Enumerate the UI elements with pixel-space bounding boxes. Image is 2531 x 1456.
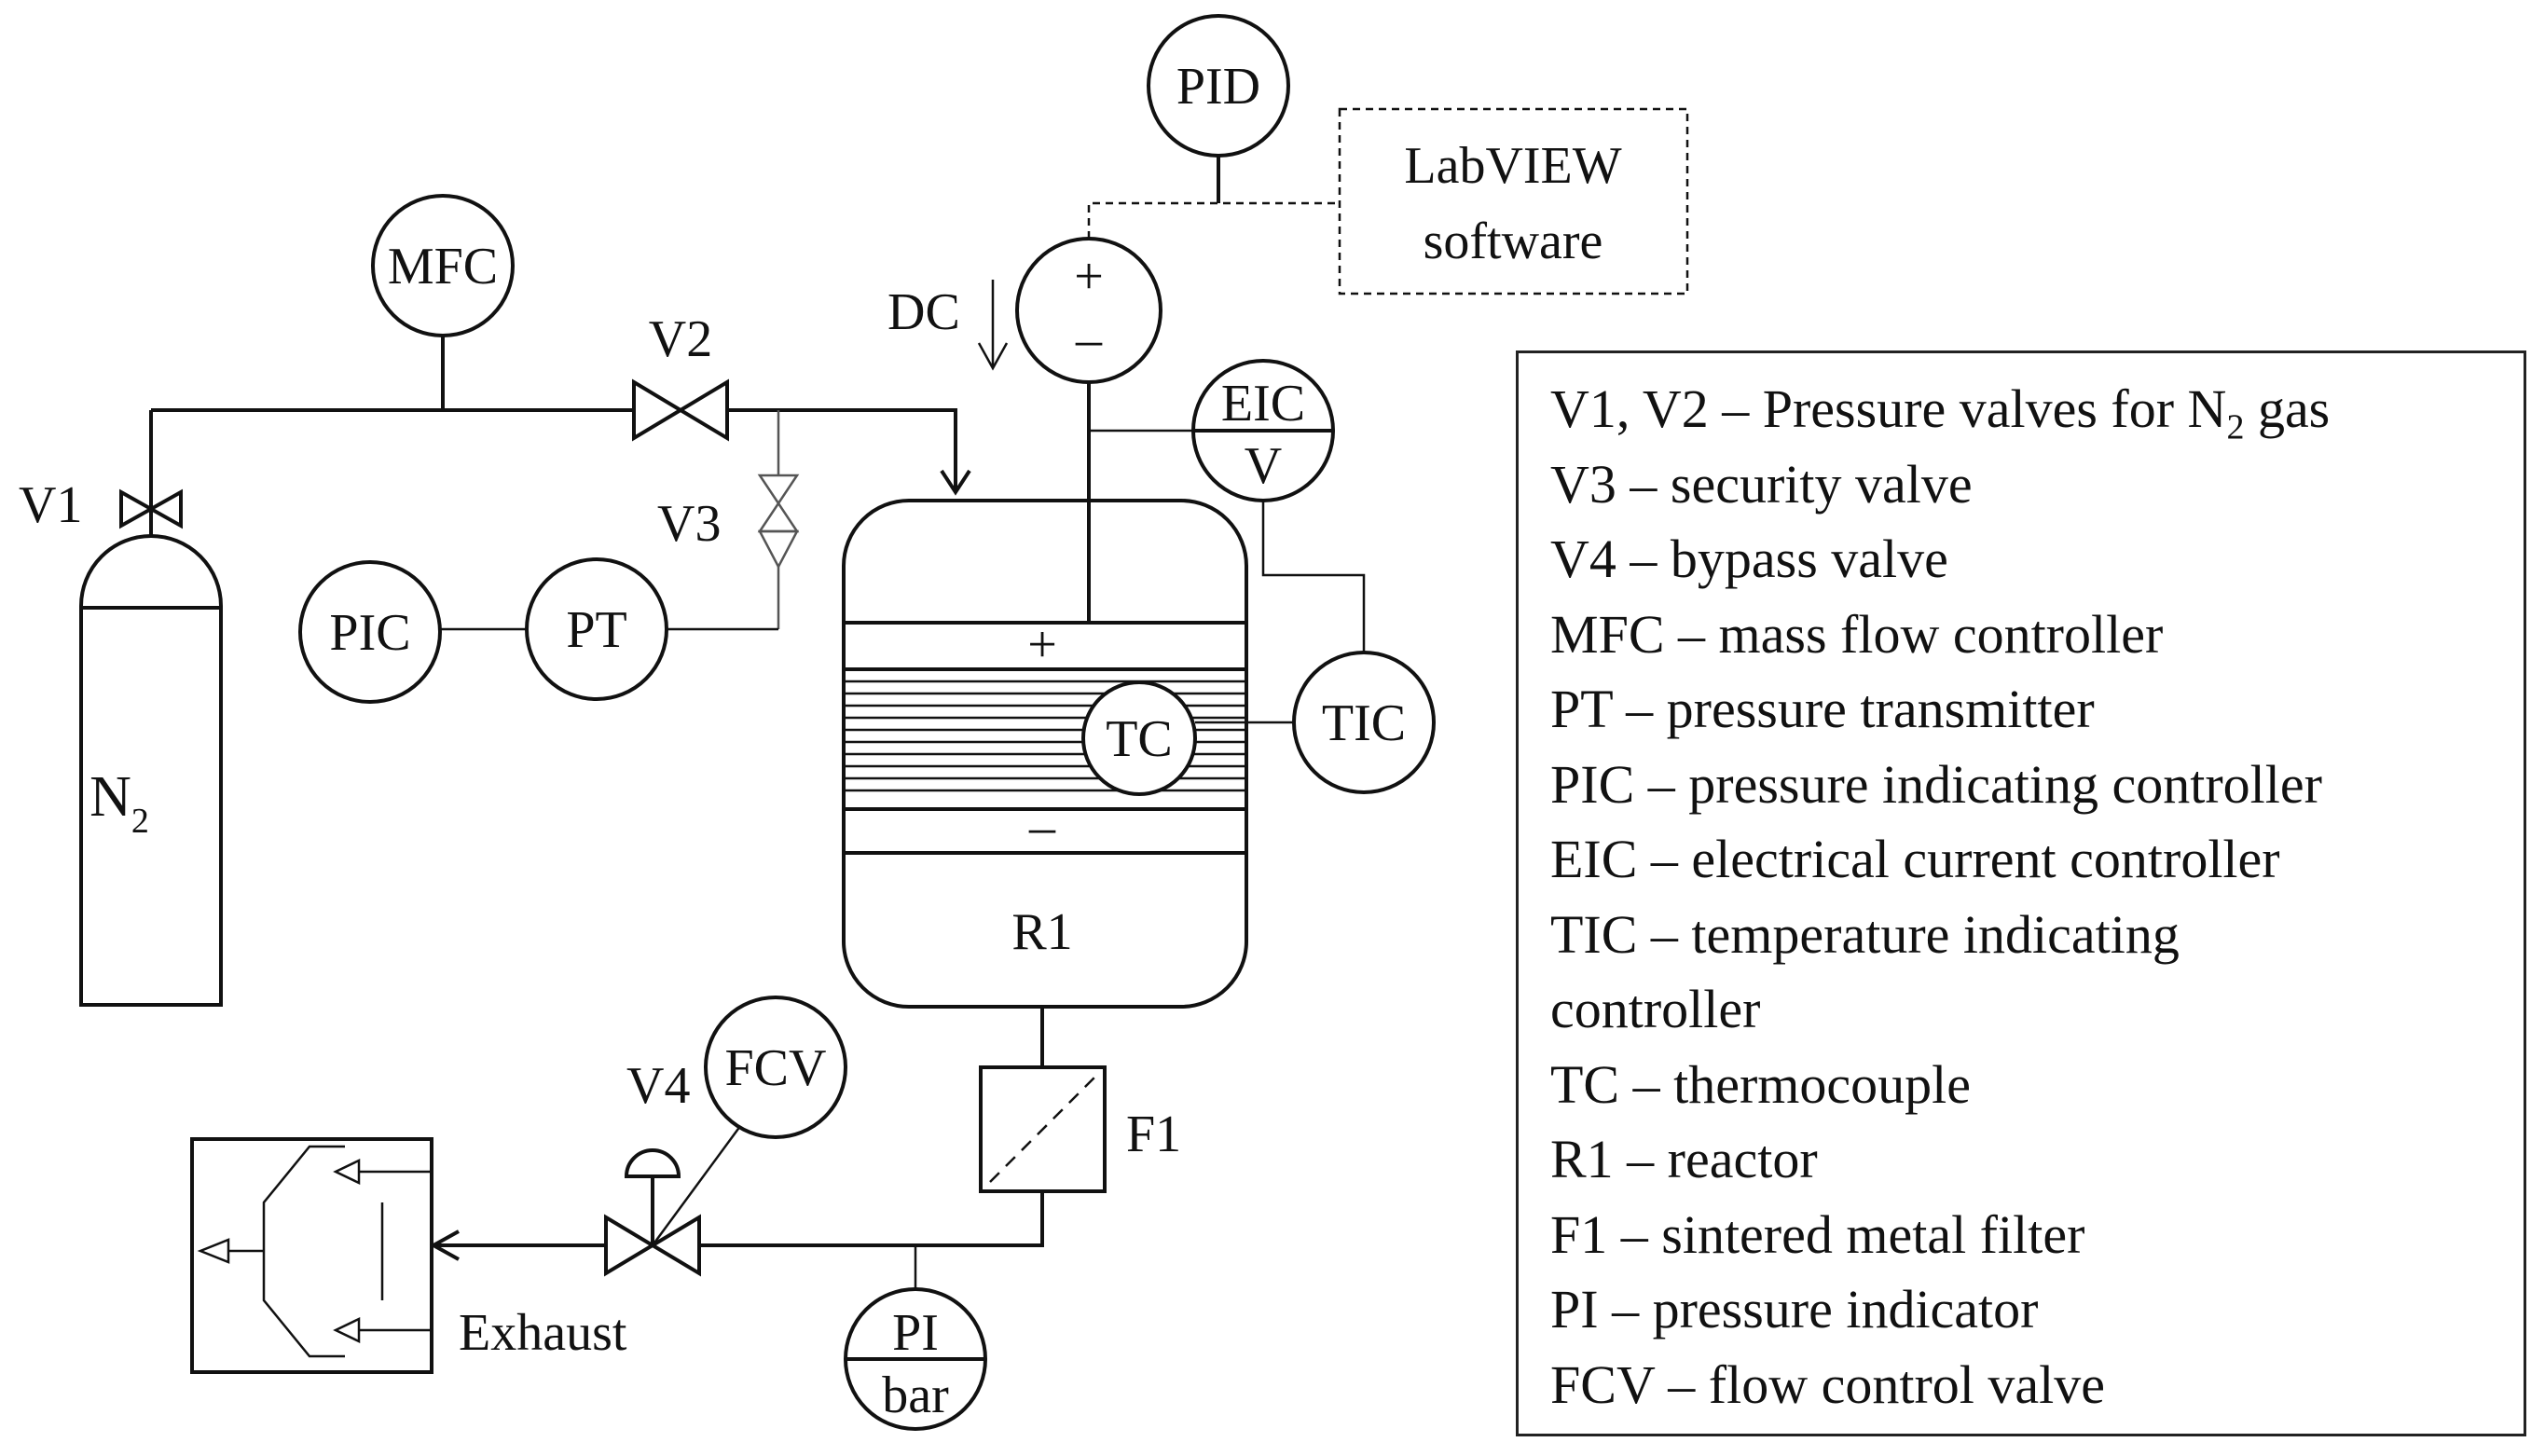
software-line2: software bbox=[1424, 213, 1603, 270]
tic-instrument: TIC bbox=[1292, 651, 1436, 794]
v4-bypass-valve[interactable] bbox=[604, 1148, 701, 1277]
n2-gas-cylinder: N2 bbox=[79, 534, 223, 1007]
legend-item: controller bbox=[1550, 979, 1761, 1039]
fcv-instrument: FCV bbox=[704, 996, 847, 1139]
electrode-plus: + bbox=[1027, 616, 1057, 674]
gas-label: N2 bbox=[89, 765, 149, 841]
legend-item: FCV – flow control valve bbox=[1550, 1353, 2105, 1415]
legend-item: PIC – pressure indicating controller bbox=[1550, 753, 2322, 815]
tc-label: TC bbox=[1106, 710, 1173, 768]
mfc-instrument: MFC bbox=[371, 194, 515, 337]
reactor-label: R1 bbox=[1011, 903, 1072, 961]
f1-filter bbox=[979, 1065, 1107, 1193]
pt-label: PT bbox=[566, 601, 626, 659]
f1-label: F1 bbox=[1126, 1106, 1181, 1163]
v2-label: V2 bbox=[649, 310, 712, 368]
pi-label: PI bbox=[892, 1304, 939, 1362]
power-plus: + bbox=[1074, 248, 1104, 306]
v3-security-valve[interactable] bbox=[757, 410, 800, 629]
pic-instrument: PIC bbox=[298, 560, 442, 704]
exhaust-line bbox=[429, 1229, 606, 1261]
dc-power-supply: + – bbox=[1015, 237, 1162, 384]
tc-thermocouple: TC bbox=[1081, 680, 1197, 796]
v1-valve[interactable] bbox=[119, 410, 183, 536]
software-signal-line bbox=[1087, 201, 1340, 239]
legend-item: V4 – bypass valve bbox=[1550, 529, 1948, 589]
pid-label: PID bbox=[1176, 58, 1260, 116]
mfc-label: MFC bbox=[388, 238, 498, 295]
legend-item: V3 – security valve bbox=[1550, 453, 1973, 515]
eic-label: EIC bbox=[1221, 375, 1305, 433]
fcv-signal-line bbox=[651, 1118, 748, 1246]
pi-unit: bar bbox=[882, 1367, 949, 1424]
pi-instrument: PI bar bbox=[844, 1287, 987, 1431]
v4-label: V4 bbox=[626, 1057, 690, 1115]
outlet-line bbox=[699, 1191, 1044, 1247]
software-line1: LabVIEW bbox=[1404, 137, 1621, 195]
legend-item: R1 – reactor bbox=[1550, 1129, 1818, 1189]
legend-item: TC – thermocouple bbox=[1550, 1053, 1972, 1115]
legend-item: EIC – electrical current controller bbox=[1550, 829, 2280, 889]
exhaust-unit bbox=[190, 1137, 433, 1374]
legend-item: MFC – mass flow controller bbox=[1550, 603, 2164, 665]
exhaust-label: Exhaust bbox=[459, 1304, 627, 1362]
electrode-minus: – bbox=[1028, 798, 1056, 856]
pic-label: PIC bbox=[329, 604, 410, 662]
pid-instrument: PID bbox=[1147, 14, 1290, 158]
fcv-label: FCV bbox=[725, 1039, 827, 1097]
v1-label: V1 bbox=[19, 476, 82, 534]
dc-current-arrow bbox=[977, 280, 1009, 371]
v2-valve[interactable] bbox=[632, 378, 729, 442]
v3-label: V3 bbox=[657, 495, 721, 553]
pt-instrument: PT bbox=[525, 557, 668, 701]
legend-item: PI – pressure indicator bbox=[1550, 1279, 2039, 1339]
tic-label: TIC bbox=[1322, 694, 1406, 752]
eic-instrument: EIC V bbox=[1191, 359, 1335, 502]
legend-item: V1, V2 – Pressure valves for N2 gas bbox=[1550, 378, 2331, 447]
legend-item: PT – pressure transmitter bbox=[1550, 679, 2095, 739]
n2-supply-line bbox=[151, 306, 971, 496]
labview-software-box: LabVIEW software bbox=[1338, 107, 1689, 295]
dc-label: DC bbox=[887, 283, 960, 341]
eic-unit: V bbox=[1245, 437, 1282, 495]
legend-box: V1, V2 – Pressure valves for N2 gas V3 –… bbox=[1516, 350, 2526, 1436]
legend-item: F1 – sintered metal filter bbox=[1550, 1203, 2085, 1265]
legend-item: TIC – temperature indicating bbox=[1550, 903, 2180, 965]
power-minus: – bbox=[1075, 310, 1103, 368]
eic-tic-link bbox=[1261, 501, 1366, 652]
reactor-r1: + – R1 bbox=[842, 499, 1248, 1009]
